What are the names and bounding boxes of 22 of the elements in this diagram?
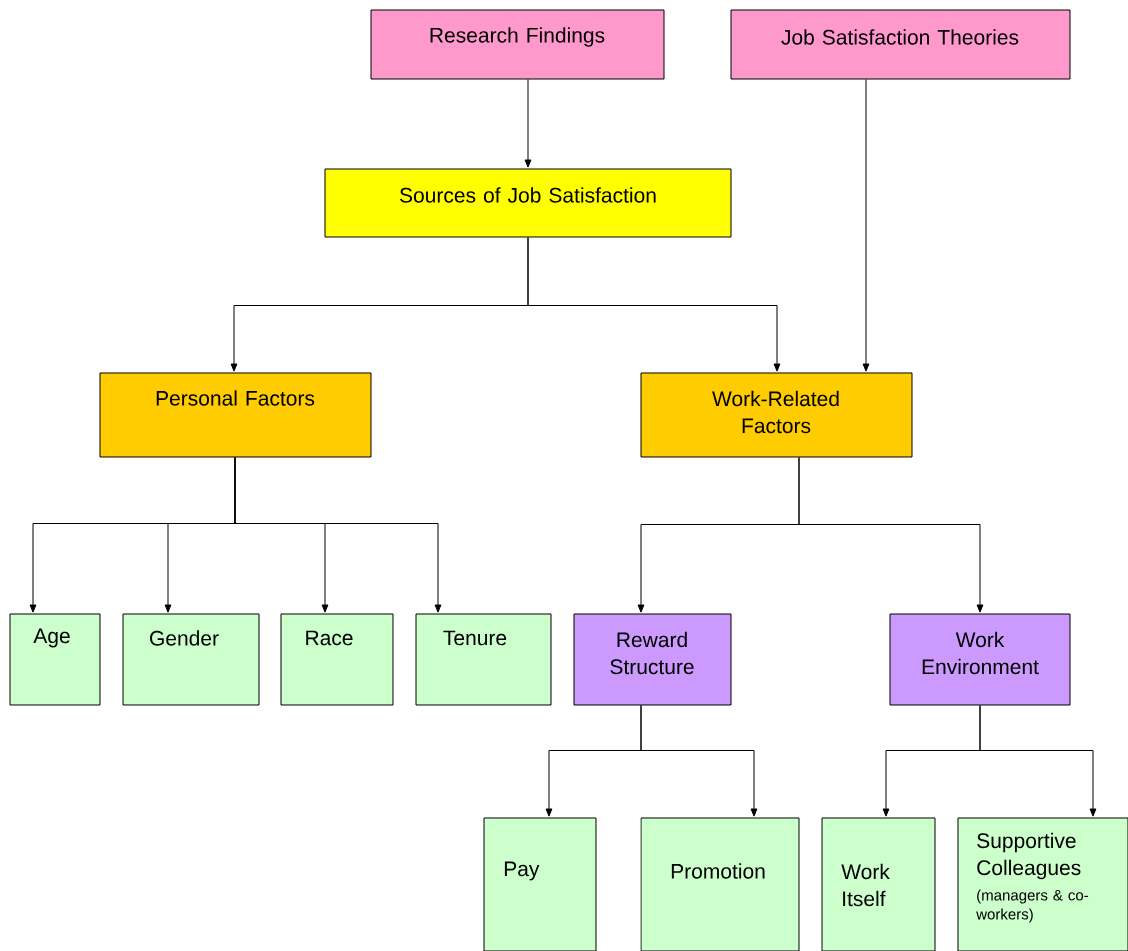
box: Promotion — [640, 817, 800, 951]
box: Work Environment — [889, 613, 1071, 706]
arrow — [524, 79, 532, 168]
box: Work Itself — [821, 817, 936, 951]
arrow — [979, 705, 1097, 817]
arrow — [640, 705, 758, 817]
box: Tenure — [415, 613, 552, 706]
box: Race — [280, 613, 394, 706]
box: Age — [9, 613, 101, 706]
arrow — [527, 237, 781, 372]
box: Reward Structure — [573, 613, 732, 706]
box: Supportive Colleagues (managers & co-workers) — [957, 817, 1128, 951]
box: Job Satisfaction Theories — [730, 9, 1071, 80]
arrow — [798, 457, 984, 613]
box: Sources of Job Satisfaction — [324, 168, 732, 238]
arrow — [862, 79, 870, 372]
box: Research Findings — [370, 9, 665, 80]
arrow — [234, 457, 442, 613]
box: Personal Factors — [99, 372, 372, 458]
box: Pay — [483, 817, 597, 951]
box: Gender — [122, 613, 260, 706]
box: Work-Related Factors — [640, 372, 913, 458]
